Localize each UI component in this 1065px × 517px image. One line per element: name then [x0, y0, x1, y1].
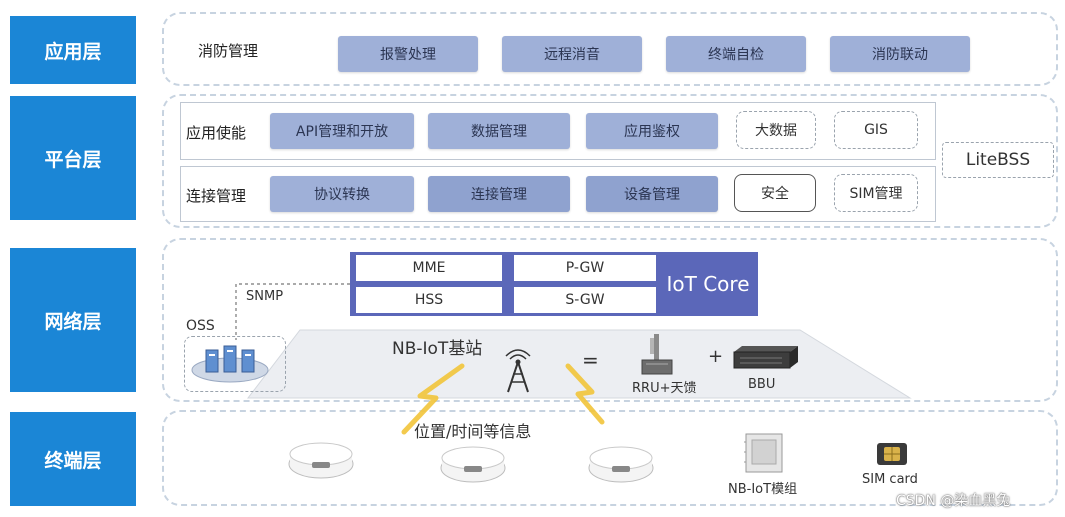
fire-management-title: 消防管理	[198, 42, 259, 60]
app-auth-item: 应用鉴权	[586, 113, 718, 149]
app-item-self-check: 终端自检	[666, 36, 806, 72]
oss-box	[184, 336, 286, 392]
device-management-item: 设备管理	[586, 176, 718, 212]
plus-sign: +	[708, 346, 724, 367]
api-management-item: API管理和开放	[270, 113, 414, 149]
core-cell-pgw: P-GW	[514, 255, 656, 281]
bbu-icon	[733, 346, 798, 369]
network-layer-region	[162, 238, 1058, 402]
watermark: CSDN @染血黑兔	[896, 493, 1011, 509]
core-cell-hss: HSS	[356, 287, 502, 313]
nbiot-module-label: NB-IoT模组	[728, 482, 798, 497]
protocol-conversion-item: 协议转换	[270, 176, 414, 212]
core-cell-sgw: S-GW	[514, 287, 656, 313]
enablement-title: 应用使能	[186, 124, 247, 142]
smoke-detector-icon	[288, 442, 354, 479]
base-station-label: NB-IoT基站	[392, 339, 483, 359]
layer-label-terminal: 终端层	[10, 412, 136, 506]
layer-label-network: 网络层	[10, 248, 136, 392]
smoke-detector-icon	[588, 446, 654, 483]
connection-management-item: 连接管理	[428, 176, 570, 212]
iot-core-title: IoT Core	[666, 272, 750, 296]
location-time-info-label: 位置/时间等信息	[414, 422, 532, 441]
data-management-item: 数据管理	[428, 113, 570, 149]
layer-label-application: 应用层	[10, 16, 136, 84]
sim-card-label: SIM card	[862, 472, 918, 487]
rru-label: RRU+天馈	[632, 381, 697, 396]
bbu-label: BBU	[748, 377, 776, 392]
app-item-fire-linkage: 消防联动	[830, 36, 970, 72]
security-item: 安全	[734, 174, 816, 212]
core-cell-mme: MME	[356, 255, 502, 281]
rru-antenna-icon	[641, 334, 673, 375]
application-layer-region	[162, 12, 1058, 86]
big-data-item: 大数据	[736, 111, 816, 149]
base-station-tower-icon	[505, 349, 531, 393]
sim-card-icon	[877, 443, 907, 465]
platform-layer-region	[162, 94, 1058, 228]
app-item-remote-mute: 远程消音	[502, 36, 642, 72]
layer-label-platform: 平台层	[10, 96, 136, 220]
oss-servers-icon	[191, 345, 269, 383]
terminal-layer-region	[162, 410, 1058, 506]
connection-title: 连接管理	[186, 187, 247, 205]
equals-sign: =	[582, 348, 599, 372]
gis-item: GIS	[834, 111, 918, 149]
smoke-detector-icon	[440, 446, 506, 483]
snmp-label: SNMP	[246, 289, 284, 304]
nbiot-module-icon	[744, 433, 783, 473]
litebss-box: LiteBSS	[942, 142, 1054, 178]
app-item-alarm-handling: 报警处理	[338, 36, 478, 72]
oss-label: OSS	[186, 318, 215, 334]
sim-management-item: SIM管理	[834, 174, 918, 212]
